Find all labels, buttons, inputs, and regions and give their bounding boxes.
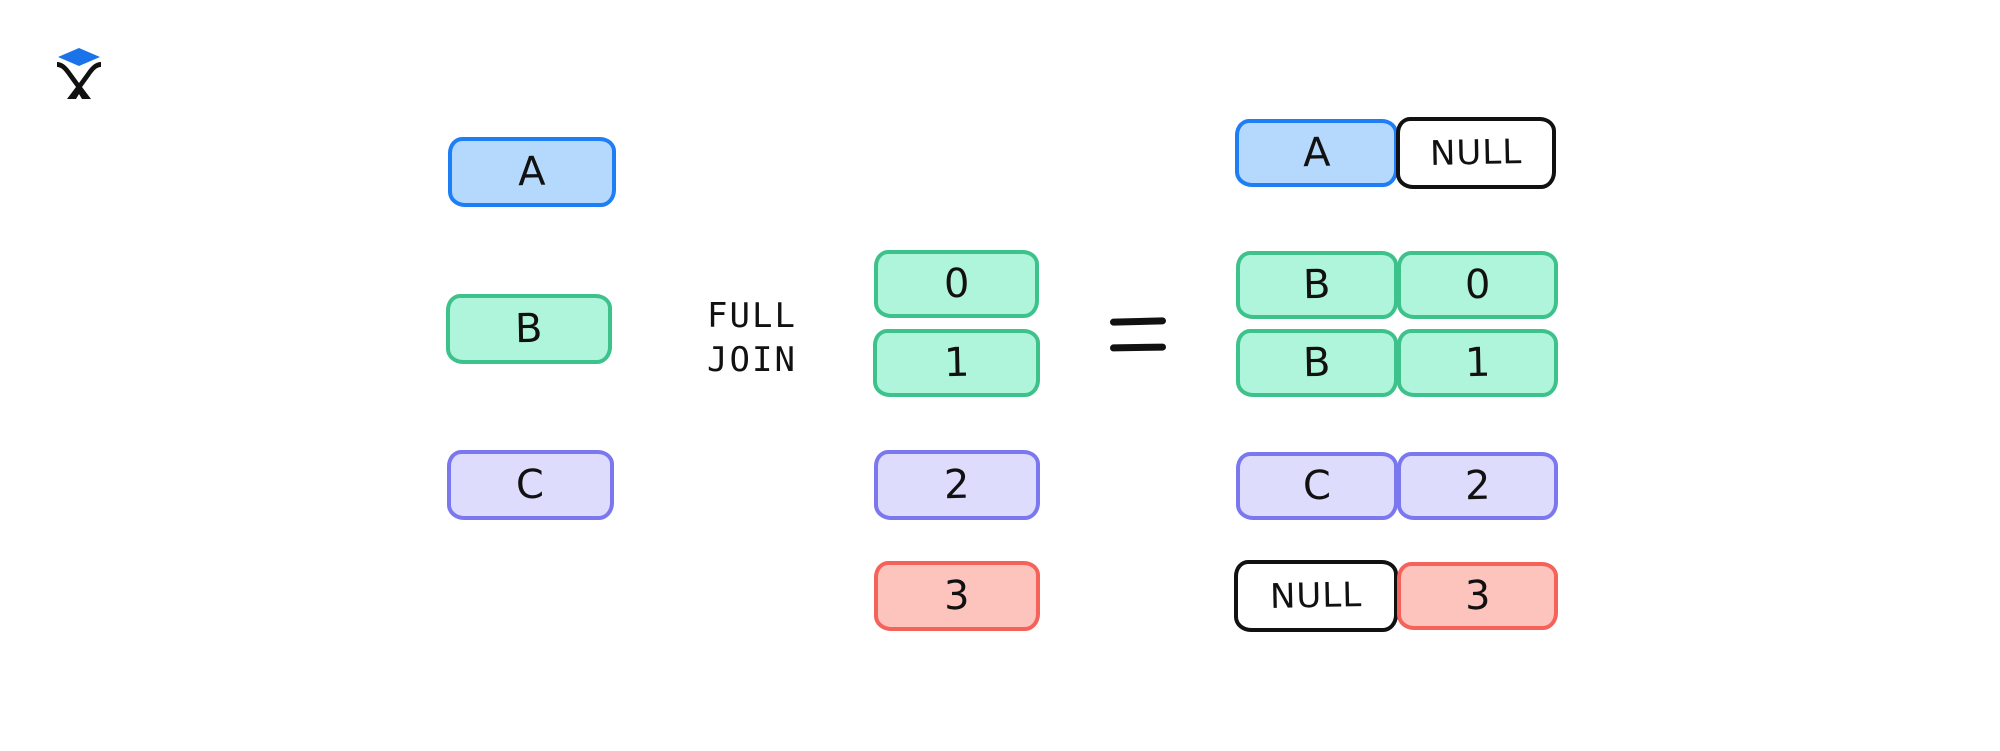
result-row-4-right: 2 — [1397, 452, 1558, 520]
app-logo — [48, 42, 110, 104]
cell-label: 3 — [943, 572, 971, 620]
cell-label: B — [1302, 339, 1332, 387]
cell-label: 0 — [1464, 261, 1491, 309]
cell-label: B — [1302, 261, 1332, 309]
cell-label: NULL — [1269, 575, 1363, 617]
cell-label: A — [1302, 129, 1331, 177]
cell-label: 3 — [1464, 572, 1491, 620]
cell-label: 2 — [1464, 462, 1491, 510]
cell-label: C — [515, 461, 546, 509]
left-table-cell-c: C — [447, 450, 614, 520]
result-row-3-right: 1 — [1397, 329, 1558, 397]
left-table-cell-a: A — [448, 137, 616, 207]
operator-line-1: FULL — [707, 296, 797, 336]
result-row-1-left: A — [1235, 119, 1398, 187]
result-row-1-right: NULL — [1396, 117, 1556, 189]
right-table-cell-0: 0 — [874, 250, 1039, 318]
cell-label: 2 — [943, 461, 971, 509]
right-table-cell-1: 1 — [873, 329, 1040, 397]
left-table-cell-b: B — [446, 294, 612, 364]
cell-label: B — [514, 305, 544, 353]
cell-label: 0 — [943, 260, 970, 308]
result-row-2-right: 0 — [1397, 251, 1558, 319]
logo-x-icon — [57, 62, 101, 99]
result-row-5-right: 3 — [1397, 562, 1558, 630]
result-row-2-left: B — [1236, 251, 1398, 319]
result-row-3-left: B — [1236, 329, 1398, 397]
logo-diamond-icon — [58, 48, 100, 66]
right-table-cell-2: 2 — [874, 450, 1040, 520]
equals-sign-icon — [1109, 317, 1167, 352]
cell-label: NULL — [1429, 132, 1523, 174]
cell-label: A — [517, 148, 547, 196]
right-table-cell-3: 3 — [874, 561, 1040, 631]
cell-label: C — [1302, 462, 1332, 510]
cell-label: 1 — [1464, 339, 1491, 387]
cell-label: 1 — [943, 339, 970, 387]
join-operator-label: FULL JOIN — [692, 294, 812, 382]
result-row-5-left: NULL — [1234, 560, 1398, 632]
result-row-4-left: C — [1236, 452, 1398, 520]
operator-line-2: JOIN — [707, 340, 797, 380]
